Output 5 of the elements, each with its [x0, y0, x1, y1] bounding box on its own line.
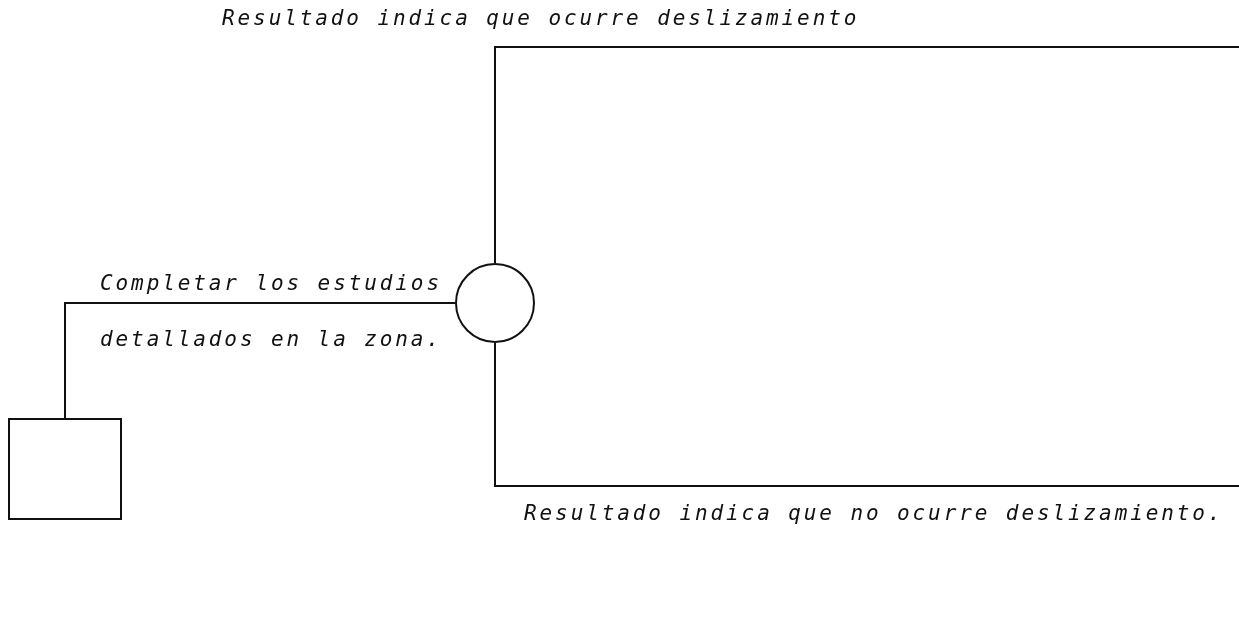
connector-line — [64, 302, 456, 419]
edge-label: Completar los estudios detallados en la zona. — [100, 270, 443, 353]
connector-line — [494, 342, 1239, 487]
connector-line — [494, 46, 1239, 264]
decision-square — [8, 418, 122, 520]
